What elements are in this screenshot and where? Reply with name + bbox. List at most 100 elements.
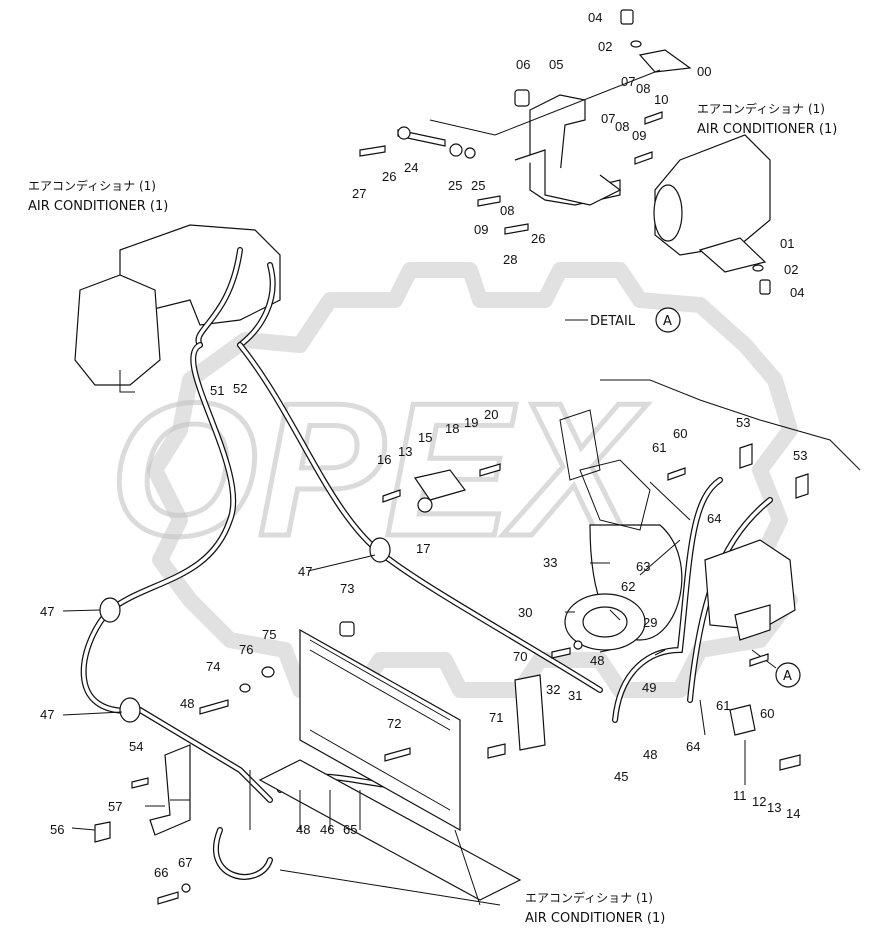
part-number: 11	[733, 788, 747, 803]
bolt-10	[644, 111, 663, 125]
part-number: 31	[568, 688, 582, 703]
washer-67	[181, 883, 191, 893]
part-number: 57	[108, 799, 122, 814]
bracket-15	[414, 469, 467, 501]
part-number: 02	[598, 39, 612, 54]
part-number: 61	[652, 440, 666, 455]
part-number: 17	[416, 541, 430, 556]
part-number: 32	[546, 682, 560, 697]
clamp-11	[729, 704, 756, 736]
part-number: 62	[621, 579, 635, 594]
bolt-60	[667, 467, 686, 481]
detail-label: DETAIL A	[565, 307, 681, 333]
fitting-53b	[795, 473, 809, 499]
washer-31	[573, 640, 583, 650]
part-number: 70	[513, 649, 527, 664]
part-number: 66	[154, 865, 168, 880]
part-number: 20	[484, 407, 498, 422]
leader-lines	[62, 481, 746, 906]
caption-jp: エアコンディショナ (1)	[697, 101, 825, 116]
compressor-top-right	[653, 134, 771, 295]
part-number: 16	[377, 452, 391, 467]
caption-ac-bottom: エアコンディショナ (1) AIR CONDITIONER (1)	[525, 890, 665, 926]
caption-ac-top-right: エアコンディショナ (1) AIR CONDITIONER (1)	[697, 101, 837, 137]
part-number: 25	[471, 178, 485, 193]
bolt-56	[94, 821, 111, 843]
detail-marker: A	[751, 649, 801, 688]
part-number: 53	[793, 448, 807, 463]
part-number: 63	[636, 559, 650, 574]
part-number: 45	[614, 769, 628, 784]
part-number: 29	[643, 615, 657, 630]
part-number: 15	[418, 430, 432, 445]
caption-en: AIR CONDITIONER (1)	[28, 199, 168, 214]
caption-en: AIR CONDITIONER (1)	[525, 911, 665, 926]
part-number: 08	[636, 81, 650, 96]
bolt-28	[504, 223, 529, 235]
part-number: 09	[632, 128, 646, 143]
part-number: 04	[790, 285, 804, 300]
bracket-00	[638, 49, 692, 73]
part-number: 13	[398, 444, 412, 459]
part-number: 64	[707, 511, 721, 526]
part-number: 12	[752, 794, 766, 809]
part-number: 25	[448, 178, 462, 193]
part-number: 05	[549, 57, 563, 72]
part-number: 24	[404, 160, 418, 175]
bolt-72	[384, 747, 411, 762]
cap-73	[339, 621, 355, 637]
caption-en: AIR CONDITIONER (1)	[697, 122, 837, 137]
bolt-04	[759, 279, 771, 295]
part-number: 76	[239, 642, 253, 657]
part-number: 19	[464, 415, 478, 430]
bracket-plate	[514, 149, 622, 206]
part-number: 28	[503, 252, 517, 267]
bracket-70	[514, 674, 546, 751]
compressor-bracket-assembly	[359, 9, 692, 235]
part-number: 47	[40, 604, 54, 619]
bolt-09	[477, 195, 501, 207]
part-number: 14	[786, 806, 800, 821]
part-number: 52	[233, 381, 247, 396]
part-number: 51	[210, 383, 224, 398]
detail-marker-letter: A	[783, 669, 792, 684]
part-number: 65	[343, 822, 357, 837]
washer-02-top	[630, 40, 642, 48]
part-number: 07	[601, 111, 615, 126]
caption-jp: エアコンディショナ (1)	[525, 890, 653, 905]
part-number: 49	[642, 680, 656, 695]
washer-02	[752, 264, 764, 272]
part-number: 27	[352, 186, 366, 201]
part-number: 26	[382, 169, 396, 184]
caption-ac-top-left: エアコンディショナ (1) AIR CONDITIONER (1)	[28, 178, 168, 214]
bolt-27	[359, 145, 386, 157]
part-number: 60	[673, 426, 687, 441]
bolt-66	[157, 891, 179, 905]
part-number: 64	[686, 739, 700, 754]
nut-25	[449, 143, 463, 157]
part-number: 47	[298, 564, 312, 579]
air-conditioner-unit	[74, 224, 281, 393]
part-number: 53	[736, 415, 750, 430]
engine-outline	[559, 379, 861, 531]
bolt-32	[551, 647, 571, 659]
part-number: 09	[474, 222, 488, 237]
part-number: 74	[206, 659, 220, 674]
bolt-16	[382, 489, 401, 503]
part-number: 67	[178, 855, 192, 870]
part-number: 13	[767, 800, 781, 815]
bolt-20	[479, 463, 501, 477]
part-number: 56	[50, 822, 64, 837]
part-number: 71	[489, 710, 503, 725]
part-number: 06	[516, 57, 530, 72]
bolt-54	[131, 777, 149, 789]
bracket-57	[94, 744, 191, 905]
part-number: 47	[40, 707, 54, 722]
bolt-71	[487, 743, 506, 759]
part-number: 73	[340, 581, 354, 596]
part-number: 46	[320, 822, 334, 837]
fitting-53	[739, 443, 753, 469]
part-number: 08	[615, 119, 629, 134]
detail-ref: A	[663, 314, 672, 329]
